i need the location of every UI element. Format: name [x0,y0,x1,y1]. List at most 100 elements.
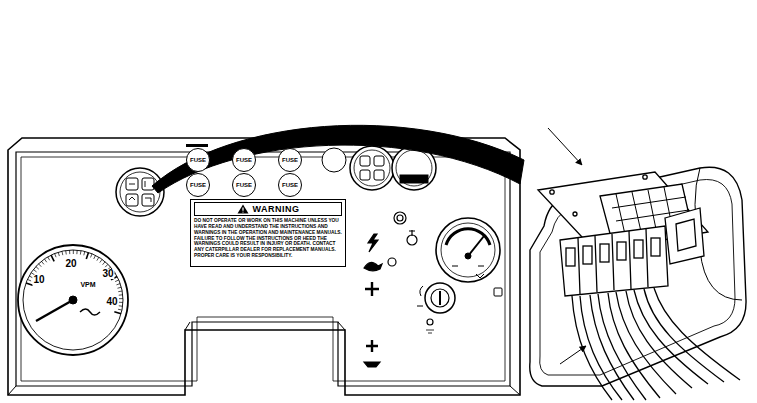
dial-tick [73,250,74,254]
switch-cluster [142,178,154,190]
leader-arrows [560,346,586,364]
control-icons [365,282,379,296]
warning-triangle [242,208,243,213]
meter-gauge [476,274,484,278]
fuse-box-housing [530,167,746,386]
leader-arrows [548,128,586,364]
dial-tick [97,257,99,260]
dial-tick [61,251,63,255]
dial-tick [119,298,123,299]
fuse-text: FUSE [190,157,206,163]
switch-cluster [142,194,154,206]
indicator-cluster [350,146,394,190]
dial-tick [119,294,123,295]
relay-connector-block [600,244,609,262]
fuse-text: FUSE [236,157,252,163]
dial-tick [118,290,122,292]
dial-tick [58,252,59,256]
fuse-indicator: FUSE [278,148,302,172]
mounting-plate [573,212,577,216]
fuse-text: FUSE [190,182,206,188]
indicator-cluster [354,150,390,186]
tachometer-dial [18,245,128,355]
dial-tick [117,287,121,288]
control-icons [426,330,434,333]
dial-tick [44,259,46,262]
dial-tick [119,305,123,307]
gauge-number: 40 [105,297,118,307]
warning-text: DO NOT OPERATE OR WORK ON THIS MACHINE U… [194,218,342,259]
dial-tick [116,284,120,285]
relay-connector-block [560,226,668,296]
fuse-indicator: FUSE [186,173,210,197]
meter-gauge [436,218,502,296]
tachometer-dial [23,250,123,350]
wire-harness [644,289,724,382]
wire-harness [616,292,676,394]
dial-tick [119,302,123,303]
instrument-panel [8,138,520,395]
fuse-text: FUSE [282,157,298,163]
dial-tick [39,264,42,267]
fuse-extra [322,148,346,172]
wire-harness [598,294,646,400]
wire-harness [590,295,634,400]
control-icons [407,235,417,245]
indicator-cluster [400,175,428,183]
dial-tick [48,257,50,260]
dial-tick [86,252,88,259]
dial-tick [103,262,106,265]
control-icons [368,234,378,252]
relay-connector-block [634,240,643,258]
relay-connector-block [617,242,626,260]
dial-tick [115,280,119,282]
meter-gauge [494,288,502,296]
dial-tick [76,250,77,254]
warning-body: DO NOT OPERATE OR WORK ON THIS MACHINE U… [194,218,342,259]
instrument-panel [16,152,510,386]
fuse-indicator: FUSE [232,148,256,172]
relay-connector-block [578,229,648,294]
gauge-number: 30 [101,269,114,279]
dial-tick [69,250,70,254]
indicator-cluster [350,146,436,190]
tachometer-dial [69,296,77,304]
dial-tick [41,261,44,264]
control-icons [364,362,380,367]
indicator-cluster [374,170,384,180]
dial-tick [105,264,108,267]
dial-tick [36,267,39,270]
gauge-dial: 10203040VPM [18,245,128,355]
dial-tick [114,312,121,314]
tachometer-dial [18,245,128,355]
relay-connector-block [676,219,696,251]
meter-gauge [465,253,471,259]
dial-tick [51,255,54,261]
control-icons [366,340,378,352]
control-icons [425,283,455,313]
control-icons [439,291,441,305]
control-icons [431,289,449,307]
fuse-text: FUSE [282,182,298,188]
control-icons [409,230,415,236]
warning-label: WARNING DO NOT OPERATE OR WORK ON THIS MA… [190,199,346,267]
dial-tick [80,251,82,255]
instrument-panel [8,138,520,395]
control-icons [417,286,423,306]
switch-cluster [129,181,151,202]
warning-triangle [237,205,248,214]
dial-tick [100,259,102,262]
meter-gauge [441,223,495,277]
relay-connector-block [566,248,575,266]
mounting-plate [550,190,554,194]
warning-title: WARNING [253,204,300,214]
leader-arrows [548,128,582,165]
warning-header: WARNING [194,202,342,216]
meter-gauge [468,236,484,256]
control-icons [394,212,406,224]
gauge-number: 20 [64,259,77,269]
indicator-cluster [374,156,384,166]
switch-cluster [120,172,160,212]
